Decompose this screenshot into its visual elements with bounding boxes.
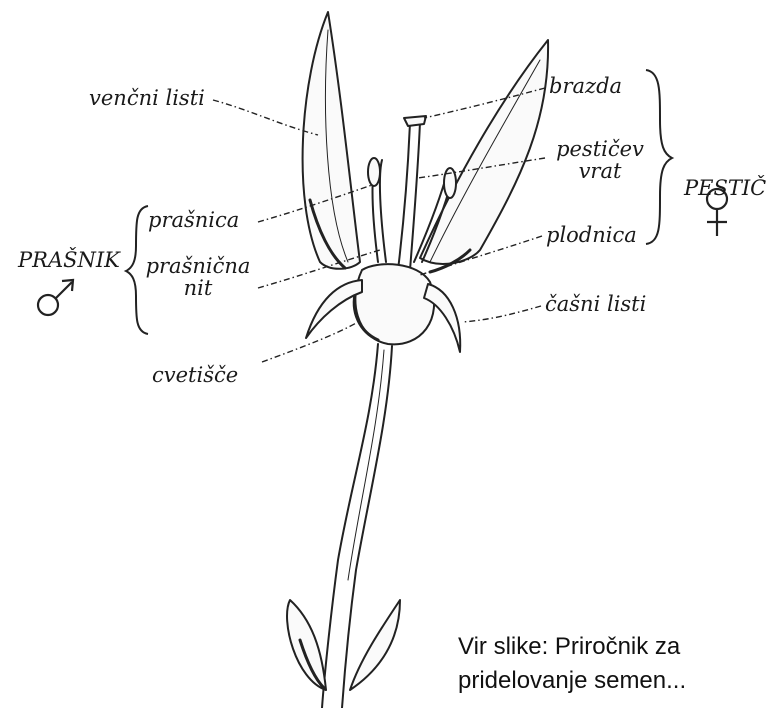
left-anther: [368, 158, 380, 186]
label-filament: prašnična nit: [142, 255, 254, 299]
male-symbol-icon: [38, 280, 73, 315]
right-leaf: [350, 600, 400, 690]
label-pistil: PESTIČ: [684, 177, 766, 199]
source-line2: pridelovanje semen...: [458, 664, 686, 698]
label-sepals: čašni listi: [545, 293, 646, 315]
right-petal: [420, 40, 548, 264]
label-petals: venčni listi: [89, 87, 205, 109]
source-line1: Vir slike: Priročnik za: [458, 630, 686, 664]
label-style: pestičev vrat: [550, 138, 650, 182]
label-style-line1: pestičev: [550, 138, 650, 160]
label-filament-line2: nit: [142, 277, 254, 299]
left-leaf: [287, 600, 326, 690]
left-petal: [303, 12, 360, 269]
pistil-style: [398, 122, 410, 270]
label-ovary: plodnica: [546, 224, 637, 246]
leader-petals: [213, 100, 318, 135]
stigma: [404, 116, 426, 126]
image-source-caption: Vir slike: Priročnik za pridelovanje sem…: [458, 630, 686, 698]
label-filament-line1: prašnična: [142, 255, 254, 277]
label-stigma: brazda: [549, 75, 622, 97]
label-stamen: PRAŠNIK: [18, 249, 120, 271]
label-style-line2: vrat: [550, 160, 650, 182]
leader-sepals: [462, 306, 541, 322]
label-receptacle: cvetišče: [152, 364, 238, 386]
label-anther: prašnica: [148, 209, 239, 231]
